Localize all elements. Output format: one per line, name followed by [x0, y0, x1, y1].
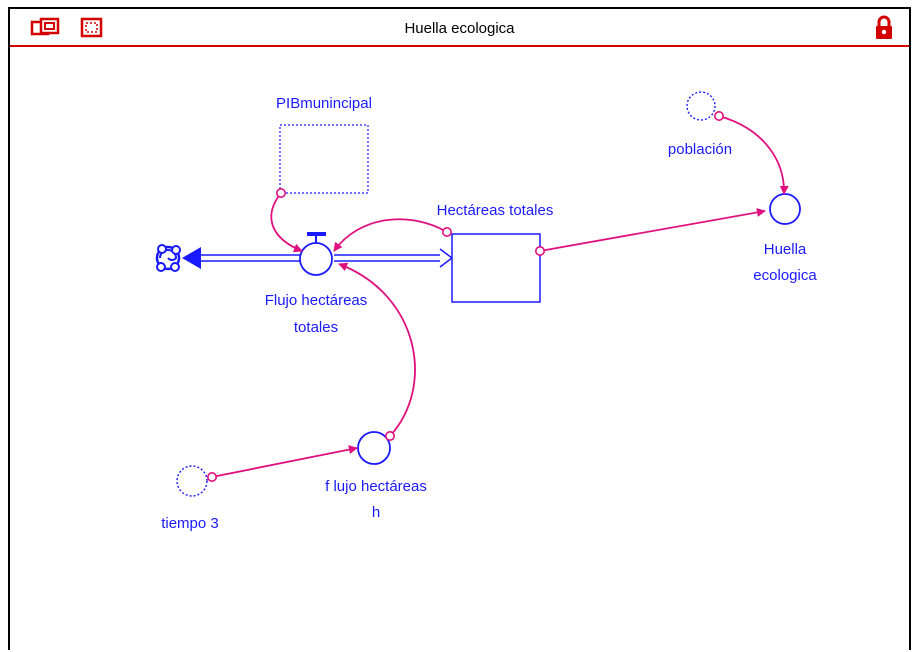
link-poblacion-to-huella[interactable]: [718, 115, 789, 195]
link-flujo-h-to-flow[interactable]: [338, 262, 416, 437]
stock-hectareas-totales[interactable]: [451, 233, 541, 303]
link-origin-nub: [441, 227, 452, 238]
label-hectareas-totales: Hectáreas totales: [436, 202, 554, 219]
link-stock-to-flow[interactable]: [333, 218, 448, 252]
converter-flujo-hectareas-h[interactable]: [357, 431, 391, 465]
flow-pipe-left[interactable]: [182, 247, 300, 269]
dashed-frame-icon[interactable]: [80, 17, 104, 44]
converter-poblacion[interactable]: [686, 91, 716, 121]
flow-pipe-right[interactable]: [334, 248, 454, 268]
label-poblacion: población: [667, 141, 733, 158]
label-huella-line1: Huella: [763, 241, 807, 258]
diagram-canvas: PIBmunincipal población Hectáreas totale…: [10, 47, 909, 652]
window-title: Huella ecologica: [404, 20, 515, 37]
valve-handle-icon: [307, 232, 326, 236]
label-huella-line2: ecologica: [753, 267, 817, 284]
converter-huella-ecologica[interactable]: [769, 193, 801, 225]
link-pib-to-flow[interactable]: [270, 192, 303, 253]
converter-tiempo-3[interactable]: [176, 465, 208, 497]
label-flujo-line1: Flujo hectáreas: [264, 292, 368, 309]
label-flujo-h-line2: h: [371, 504, 381, 521]
ghost-pib-box[interactable]: [279, 124, 369, 194]
model-window: Huella ecologica: [8, 7, 911, 650]
cloud-icon[interactable]: [155, 244, 181, 272]
title-bar: Huella ecologica: [10, 9, 909, 47]
flow-valve[interactable]: [299, 232, 333, 276]
link-stock-to-huella[interactable]: [539, 207, 766, 252]
link-origin-nub: [384, 430, 395, 441]
flow-arrowhead-right: [439, 248, 454, 268]
label-tiempo: tiempo 3: [161, 515, 219, 532]
label-flujo-line2: totales: [293, 319, 339, 336]
flow-arrowhead-left: [182, 247, 201, 269]
link-origin-nub: [207, 471, 218, 482]
label-pib: PIBmunincipal: [276, 95, 372, 112]
window-layers-icon[interactable]: [30, 17, 66, 44]
link-tiempo-to-flujo-h[interactable]: [211, 445, 358, 478]
lock-icon[interactable]: [873, 15, 895, 46]
link-origin-nub: [534, 246, 545, 257]
link-origin-nub: [275, 188, 286, 199]
link-origin-nub: [713, 111, 724, 122]
label-flujo-h-line1: f lujo hectáreas: [325, 478, 427, 495]
diagram-svg: [155, 91, 801, 497]
